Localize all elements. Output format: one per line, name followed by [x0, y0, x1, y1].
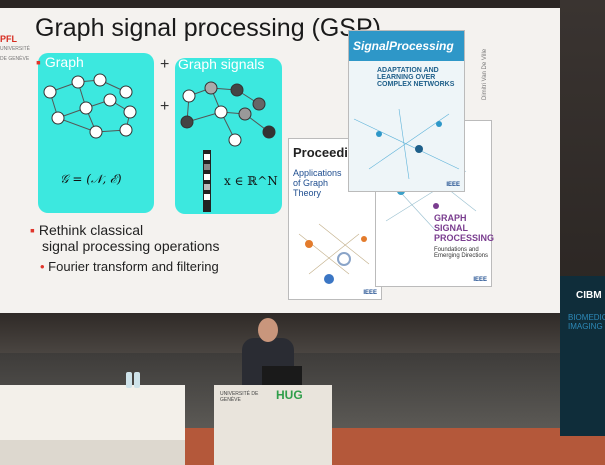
network-illustration [353, 109, 460, 179]
bullet-rethink-cont: signal processing operations [42, 238, 220, 254]
graph-formula: 𝒢 = (𝒩, ℰ) [60, 172, 122, 186]
ieee-logo: IEEE [473, 277, 487, 283]
graph-signals-label: Graph signals [178, 56, 265, 72]
slide-title: Graph signal processing (GSP) [35, 14, 381, 42]
plus-sign: + [160, 56, 170, 73]
podium: UNIVERSITÉ DE GENÈVE HUG [214, 385, 332, 465]
speaker-head [258, 318, 278, 342]
side-wall [560, 0, 605, 330]
screen-frame-bottom [0, 313, 605, 353]
sp-magazine-subtitle: ADAPTATION AND LEARNING OVER COMPLEX NET… [377, 67, 455, 88]
podium-logo-unige: UNIVERSITÉ DE GENÈVE [220, 391, 259, 403]
signal-formula: x ∈ ℝ^N [224, 174, 278, 188]
side-display-subtitle: BIOMEDICAL IMAGING [568, 313, 605, 331]
table-cloth [0, 440, 185, 465]
bottle [126, 372, 132, 388]
graph-sp-subtitle: Foundations and Emerging Directions [434, 247, 489, 259]
signal-vector-icon [203, 150, 211, 212]
bullet-rethink: ▪ Rethink classical [30, 222, 144, 238]
side-display: CIBM BIOMEDICAL IMAGING [560, 276, 605, 436]
bottle [134, 372, 140, 388]
graph-diagram [43, 73, 137, 139]
ieee-logo: IEEE [363, 290, 377, 296]
network-illustration [298, 223, 370, 284]
bullet-fourier: • Fourier transform and filtering [40, 259, 219, 274]
graph-panel-label: ▪ Graph [36, 54, 84, 70]
magazine-signal-processing: SignalProcessing ADAPTATION AND LEARNING… [348, 30, 465, 192]
laptop [262, 366, 302, 388]
graph-sp-title: GRAPH SIGNAL PROCESSING [434, 213, 495, 243]
plus-sign-2: + [160, 98, 170, 115]
side-credit: Dimitri Van De Ville [482, 48, 488, 100]
ieee-logo: IEEE [446, 182, 460, 188]
proceedings-subtitle: Applications of Graph Theory [293, 168, 342, 198]
graph-signal-diagram [180, 81, 276, 147]
podium-logo-hug: HUG [276, 388, 303, 402]
sp-magazine-title: SignalProcessing [349, 31, 464, 61]
side-display-title: CIBM [576, 290, 602, 301]
